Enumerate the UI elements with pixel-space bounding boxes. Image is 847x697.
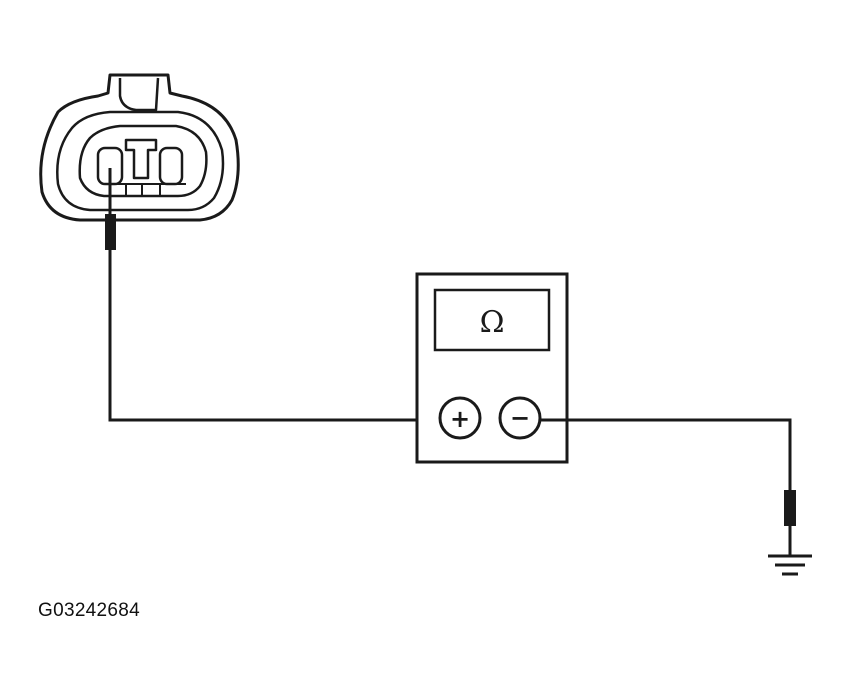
test-lead-positive <box>108 250 438 422</box>
connector-terminal-right <box>158 146 184 186</box>
connector-cavity <box>78 124 208 198</box>
meter-negative-label: − <box>510 404 530 432</box>
connector-latch <box>118 77 160 112</box>
ground-icon <box>768 490 812 576</box>
multimeter-icon: Ω + − <box>415 272 569 464</box>
probe-connector <box>105 168 116 250</box>
probe-connector-body <box>105 214 116 250</box>
meter-display-symbol: Ω <box>480 305 505 340</box>
meter-display <box>433 288 551 352</box>
connector-outer-housing <box>39 73 240 222</box>
meter-negative-jack <box>498 396 542 440</box>
probe-ground-body <box>784 490 796 526</box>
connector-inner-contour <box>56 110 225 212</box>
test-lead-negative <box>540 418 792 492</box>
connector-icon <box>39 73 240 222</box>
meter-positive-label: + <box>450 405 470 433</box>
figure-id: G03242684 <box>38 600 141 621</box>
connector-terminal-center <box>124 138 158 180</box>
meter-positive-jack <box>438 396 482 440</box>
